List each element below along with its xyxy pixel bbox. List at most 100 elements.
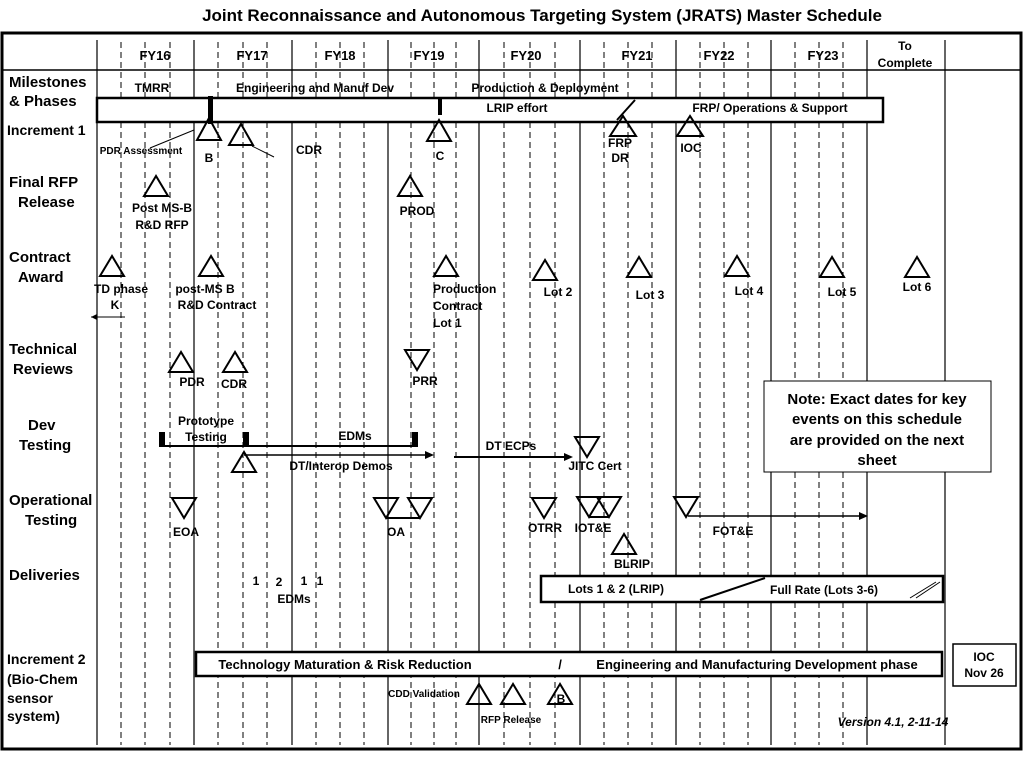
rfp-post-ms-b-label: Post MS-B <box>132 201 192 215</box>
cdr-pointer <box>251 145 275 158</box>
dev-prototype-label: Testing <box>185 430 227 444</box>
phase-production: Production & Deployment <box>471 81 618 95</box>
op-iote-triangle <box>595 496 623 519</box>
rfp-prod-label: PROD <box>400 204 435 218</box>
phase-frp-ops: FRP/ Operations & Support <box>692 101 847 115</box>
row-label-increment2: sensor <box>7 690 53 706</box>
delivery-break-mark <box>915 581 941 599</box>
row-label-deliveries: Deliveries <box>9 567 80 584</box>
milestone-c-triangle <box>425 117 453 142</box>
pdr-assessment-pointer <box>149 129 195 149</box>
pdr-assessment-label: PDR Assessment <box>100 146 183 157</box>
contract-lot1-label: Contract <box>433 299 482 313</box>
row-label-tech-reviews: Reviews <box>13 361 73 378</box>
dev-prototype-end <box>243 432 249 447</box>
row-label-final-rfp: Release <box>18 194 75 211</box>
op-eoa-label: EOA <box>173 525 199 539</box>
milestone-ioc-label: IOC <box>680 141 702 155</box>
dev-edms-label: EDMs <box>338 429 372 443</box>
increment2-rfp-triangle <box>499 682 527 705</box>
contract-lot3-triangle <box>625 255 653 278</box>
dev-interop-triangle <box>230 450 258 473</box>
delivery-count: 2 <box>276 575 283 589</box>
contract-lot4-label: Lot 4 <box>735 284 764 298</box>
op-oa-start-triangle <box>372 497 400 520</box>
fy-label: FY19 <box>413 48 444 63</box>
increment2-tmrr-label: Technology Maturation & Risk Reduction <box>218 657 471 672</box>
contract-lot2-triangle <box>531 258 559 281</box>
row-label-milestones: & Phases <box>9 93 77 110</box>
op-fote-arrowhead <box>859 512 868 520</box>
increment2-cdd-triangle <box>465 682 493 705</box>
row-label-increment2: (Bio-Chem <box>7 671 78 687</box>
row-label-final-rfp: Final RFP <box>9 174 78 191</box>
milestone-b-label: B <box>205 151 214 165</box>
contract-lot3-label: Lot 3 <box>636 288 665 302</box>
op-oa-end-triangle <box>406 497 434 520</box>
row-label-contract: Contract <box>9 249 71 266</box>
op-fote-label: FOT&E <box>713 524 754 538</box>
contract-td-triangle <box>98 254 126 277</box>
delivery-bar-divider <box>699 577 766 601</box>
dev-interop-label: DT/Interop Demos <box>289 459 393 473</box>
milestone-cdr-triangle <box>227 121 255 146</box>
fy-label: FY18 <box>324 48 355 63</box>
version-label: Version 4.1, 2-11-14 <box>838 715 949 729</box>
fy-label: FY20 <box>510 48 541 63</box>
contract-post-ms-b-triangle <box>197 254 225 277</box>
dev-jitc-triangle <box>573 436 601 459</box>
contract-lot1-label: Lot 1 <box>433 316 462 330</box>
milestone-frp-label: FRP <box>608 136 632 150</box>
row-label-increment1: Increment 1 <box>7 122 86 138</box>
ms-c-marker <box>438 99 442 115</box>
review-cdr-label: CDR <box>221 377 247 391</box>
row-label-op-testing: Operational <box>9 492 92 509</box>
op-iote-triangle <box>575 496 603 519</box>
contract-lot5-triangle <box>818 255 846 278</box>
review-pdr-label: PDR <box>179 375 205 389</box>
contract-lot6-triangle <box>903 255 931 278</box>
row-label-increment2: Increment 2 <box>7 651 86 667</box>
review-cdr-triangle <box>221 350 249 373</box>
fy-label: FY21 <box>621 48 652 63</box>
row-label-milestones: Milestones <box>9 74 87 91</box>
delivery-lrip-label: Lots 1 & 2 (LRIP) <box>568 582 664 596</box>
op-oa-label: OA <box>387 525 405 539</box>
increment2-phase-bar <box>194 650 944 678</box>
ms-b-marker <box>208 96 213 124</box>
fy-label: FY22 <box>703 48 734 63</box>
delivery-edms-label: EDMs <box>277 592 311 606</box>
op-blrip-triangle <box>610 532 638 555</box>
td-phase-arrowhead <box>91 314 97 320</box>
contract-lot5-label: Lot 5 <box>828 285 857 299</box>
row-label-op-testing: Testing <box>25 512 77 529</box>
increment2-b-triangle <box>546 682 574 705</box>
contract-lot1-label: Production <box>433 282 496 296</box>
row-label-contract: Award <box>18 269 64 286</box>
frp-divider <box>616 99 636 121</box>
dev-edms-end <box>412 432 418 447</box>
milestone-b-triangle <box>195 115 223 141</box>
milestone-frp-label: DR <box>611 151 629 165</box>
delivery-count: 1 <box>253 574 260 588</box>
contract-td-label: TD phase <box>94 282 148 296</box>
increment2-b-label: B <box>557 692 566 706</box>
rfp-prod-triangle <box>396 174 424 197</box>
increment2-divider-label: / <box>558 657 562 672</box>
contract-post-ms-b-label: post-MS B <box>175 282 235 296</box>
increment2-ioc-label: Nov 26 <box>964 666 1004 680</box>
phase-lrip: LRIP effort <box>486 101 547 115</box>
note-text: Note: Exact dates for key <box>787 391 967 408</box>
review-pdr-triangle <box>167 350 195 373</box>
milestone-frp-triangle <box>608 114 638 137</box>
review-prr-triangle <box>403 349 431 372</box>
contract-lot2-label: Lot 2 <box>544 285 573 299</box>
to-complete-label: To <box>898 39 912 53</box>
delivery-break-mark <box>909 581 937 599</box>
row-label-dev-testing: Testing <box>19 437 71 454</box>
rfp-post-ms-b-label: R&D RFP <box>135 218 188 232</box>
increment2-ioc-label: IOC <box>973 650 995 664</box>
contract-post-ms-b-label: R&D Contract <box>178 298 257 312</box>
dev-jitc-label: JITC Cert <box>568 459 621 473</box>
